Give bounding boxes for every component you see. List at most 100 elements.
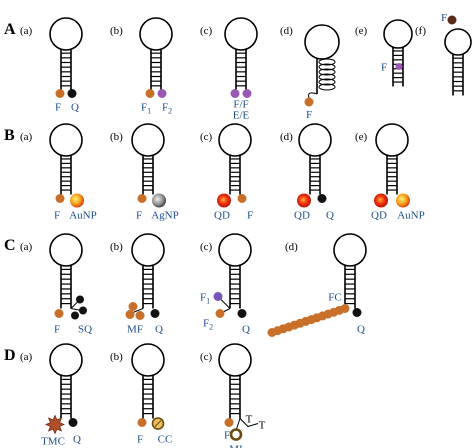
label-mi: MI bbox=[229, 444, 243, 448]
coil bbox=[318, 68, 336, 76]
loop bbox=[131, 343, 165, 377]
hairpin-a-d bbox=[304, 24, 340, 101]
quantum-dot bbox=[297, 193, 311, 208]
excimer-1 bbox=[230, 89, 240, 98]
hairpin-b-0 bbox=[49, 123, 83, 195]
hairpin-c-b bbox=[131, 233, 165, 309]
fluorophore bbox=[137, 194, 147, 203]
coil bbox=[318, 78, 336, 86]
quencher bbox=[79, 306, 87, 315]
label-f: F bbox=[306, 109, 312, 121]
hairpin-a-b bbox=[139, 17, 173, 91]
sub-label-b3: (d) bbox=[280, 131, 293, 143]
label-f2: F2 bbox=[162, 102, 172, 116]
label-f: F bbox=[247, 210, 253, 222]
fluorophore bbox=[395, 63, 403, 70]
sub-label-b0: (a) bbox=[20, 131, 33, 143]
hairpin-d-a bbox=[49, 343, 83, 419]
quencher bbox=[68, 418, 78, 427]
sub-label-a2: (c) bbox=[200, 25, 213, 37]
fluorophore bbox=[304, 97, 314, 107]
fluorophore-1 bbox=[213, 292, 223, 301]
loop bbox=[298, 123, 332, 157]
label-q: Q bbox=[71, 102, 79, 114]
label-qd: QD bbox=[294, 210, 310, 222]
fluorophore bbox=[54, 309, 64, 318]
label-aunp: AuNP bbox=[397, 210, 425, 222]
label-f: F bbox=[381, 62, 387, 74]
label-fc: FC bbox=[328, 292, 341, 304]
branch bbox=[219, 298, 231, 309]
label-q: Q bbox=[242, 324, 250, 336]
quantum-dot bbox=[374, 193, 388, 208]
fluorophore bbox=[237, 194, 247, 203]
label-f: F bbox=[55, 102, 61, 114]
fluorophore bbox=[135, 311, 145, 320]
panel-letter-c: C bbox=[4, 237, 16, 254]
fluorophore bbox=[137, 418, 147, 427]
fluorophore-chain-bead bbox=[267, 328, 277, 337]
hairpin-b-3 bbox=[298, 123, 332, 195]
coil bbox=[318, 73, 336, 81]
label-f: F bbox=[54, 210, 60, 222]
label-qd: QD bbox=[371, 210, 387, 222]
sub-label-b4: (e) bbox=[355, 131, 368, 143]
sub-label-a4: (e) bbox=[355, 25, 368, 37]
loop bbox=[49, 343, 83, 377]
hairpin-b-1 bbox=[131, 123, 165, 195]
loop bbox=[304, 24, 340, 60]
label-f: F bbox=[137, 434, 143, 446]
quencher bbox=[237, 309, 247, 318]
loop bbox=[383, 19, 413, 49]
hairpin-c-d bbox=[333, 233, 367, 309]
silver-nanoparticle bbox=[152, 193, 166, 208]
excimer-2 bbox=[242, 89, 252, 98]
linker bbox=[239, 418, 259, 428]
loop bbox=[139, 17, 173, 51]
transition-metal-complex bbox=[44, 414, 66, 435]
fluorophore-2 bbox=[157, 89, 167, 98]
hairpin-c-c bbox=[218, 233, 252, 309]
fluorophore bbox=[128, 302, 138, 311]
sub-label-b2: (c) bbox=[200, 131, 213, 143]
label-f: F bbox=[224, 430, 230, 442]
sub-label-b1: (b) bbox=[110, 131, 123, 143]
sub-label-c0: (a) bbox=[20, 241, 33, 253]
label-aunp: AuNP bbox=[69, 210, 97, 222]
label-ee: E/E bbox=[233, 110, 250, 122]
loop bbox=[49, 233, 83, 267]
fluorophore-2 bbox=[215, 309, 225, 318]
label-sq: SQ bbox=[78, 324, 92, 336]
label-q: Q bbox=[73, 434, 81, 446]
label-cc: CC bbox=[158, 434, 173, 446]
coil bbox=[318, 58, 336, 66]
hairpin-c-a bbox=[49, 233, 83, 309]
hairpin-d-c bbox=[218, 343, 252, 419]
loop bbox=[218, 233, 252, 267]
quencher bbox=[150, 309, 160, 318]
label-qd: QD bbox=[214, 210, 230, 222]
sub-label-a3: (d) bbox=[280, 25, 293, 37]
loop bbox=[444, 28, 472, 56]
label-q: Q bbox=[155, 324, 163, 336]
fluorophore bbox=[447, 15, 457, 25]
quencher bbox=[352, 308, 362, 317]
loop bbox=[375, 123, 409, 157]
branch bbox=[132, 308, 144, 313]
fluorophore bbox=[125, 310, 135, 319]
hairpin-d-b bbox=[131, 343, 165, 419]
coil bbox=[318, 63, 336, 71]
loop bbox=[131, 233, 165, 267]
hairpin-a-c bbox=[224, 17, 258, 91]
label-f: F bbox=[441, 12, 447, 24]
loop bbox=[333, 233, 367, 267]
loop bbox=[131, 123, 165, 157]
sub-label-a1: (b) bbox=[110, 25, 123, 37]
label-q: Q bbox=[357, 324, 365, 336]
gold-nanoparticle bbox=[70, 193, 84, 208]
fluorophore-1 bbox=[145, 89, 155, 98]
sub-label-c2: (c) bbox=[200, 241, 213, 253]
label-f1: F1 bbox=[200, 292, 210, 306]
sub-label-c3: (d) bbox=[285, 241, 298, 253]
